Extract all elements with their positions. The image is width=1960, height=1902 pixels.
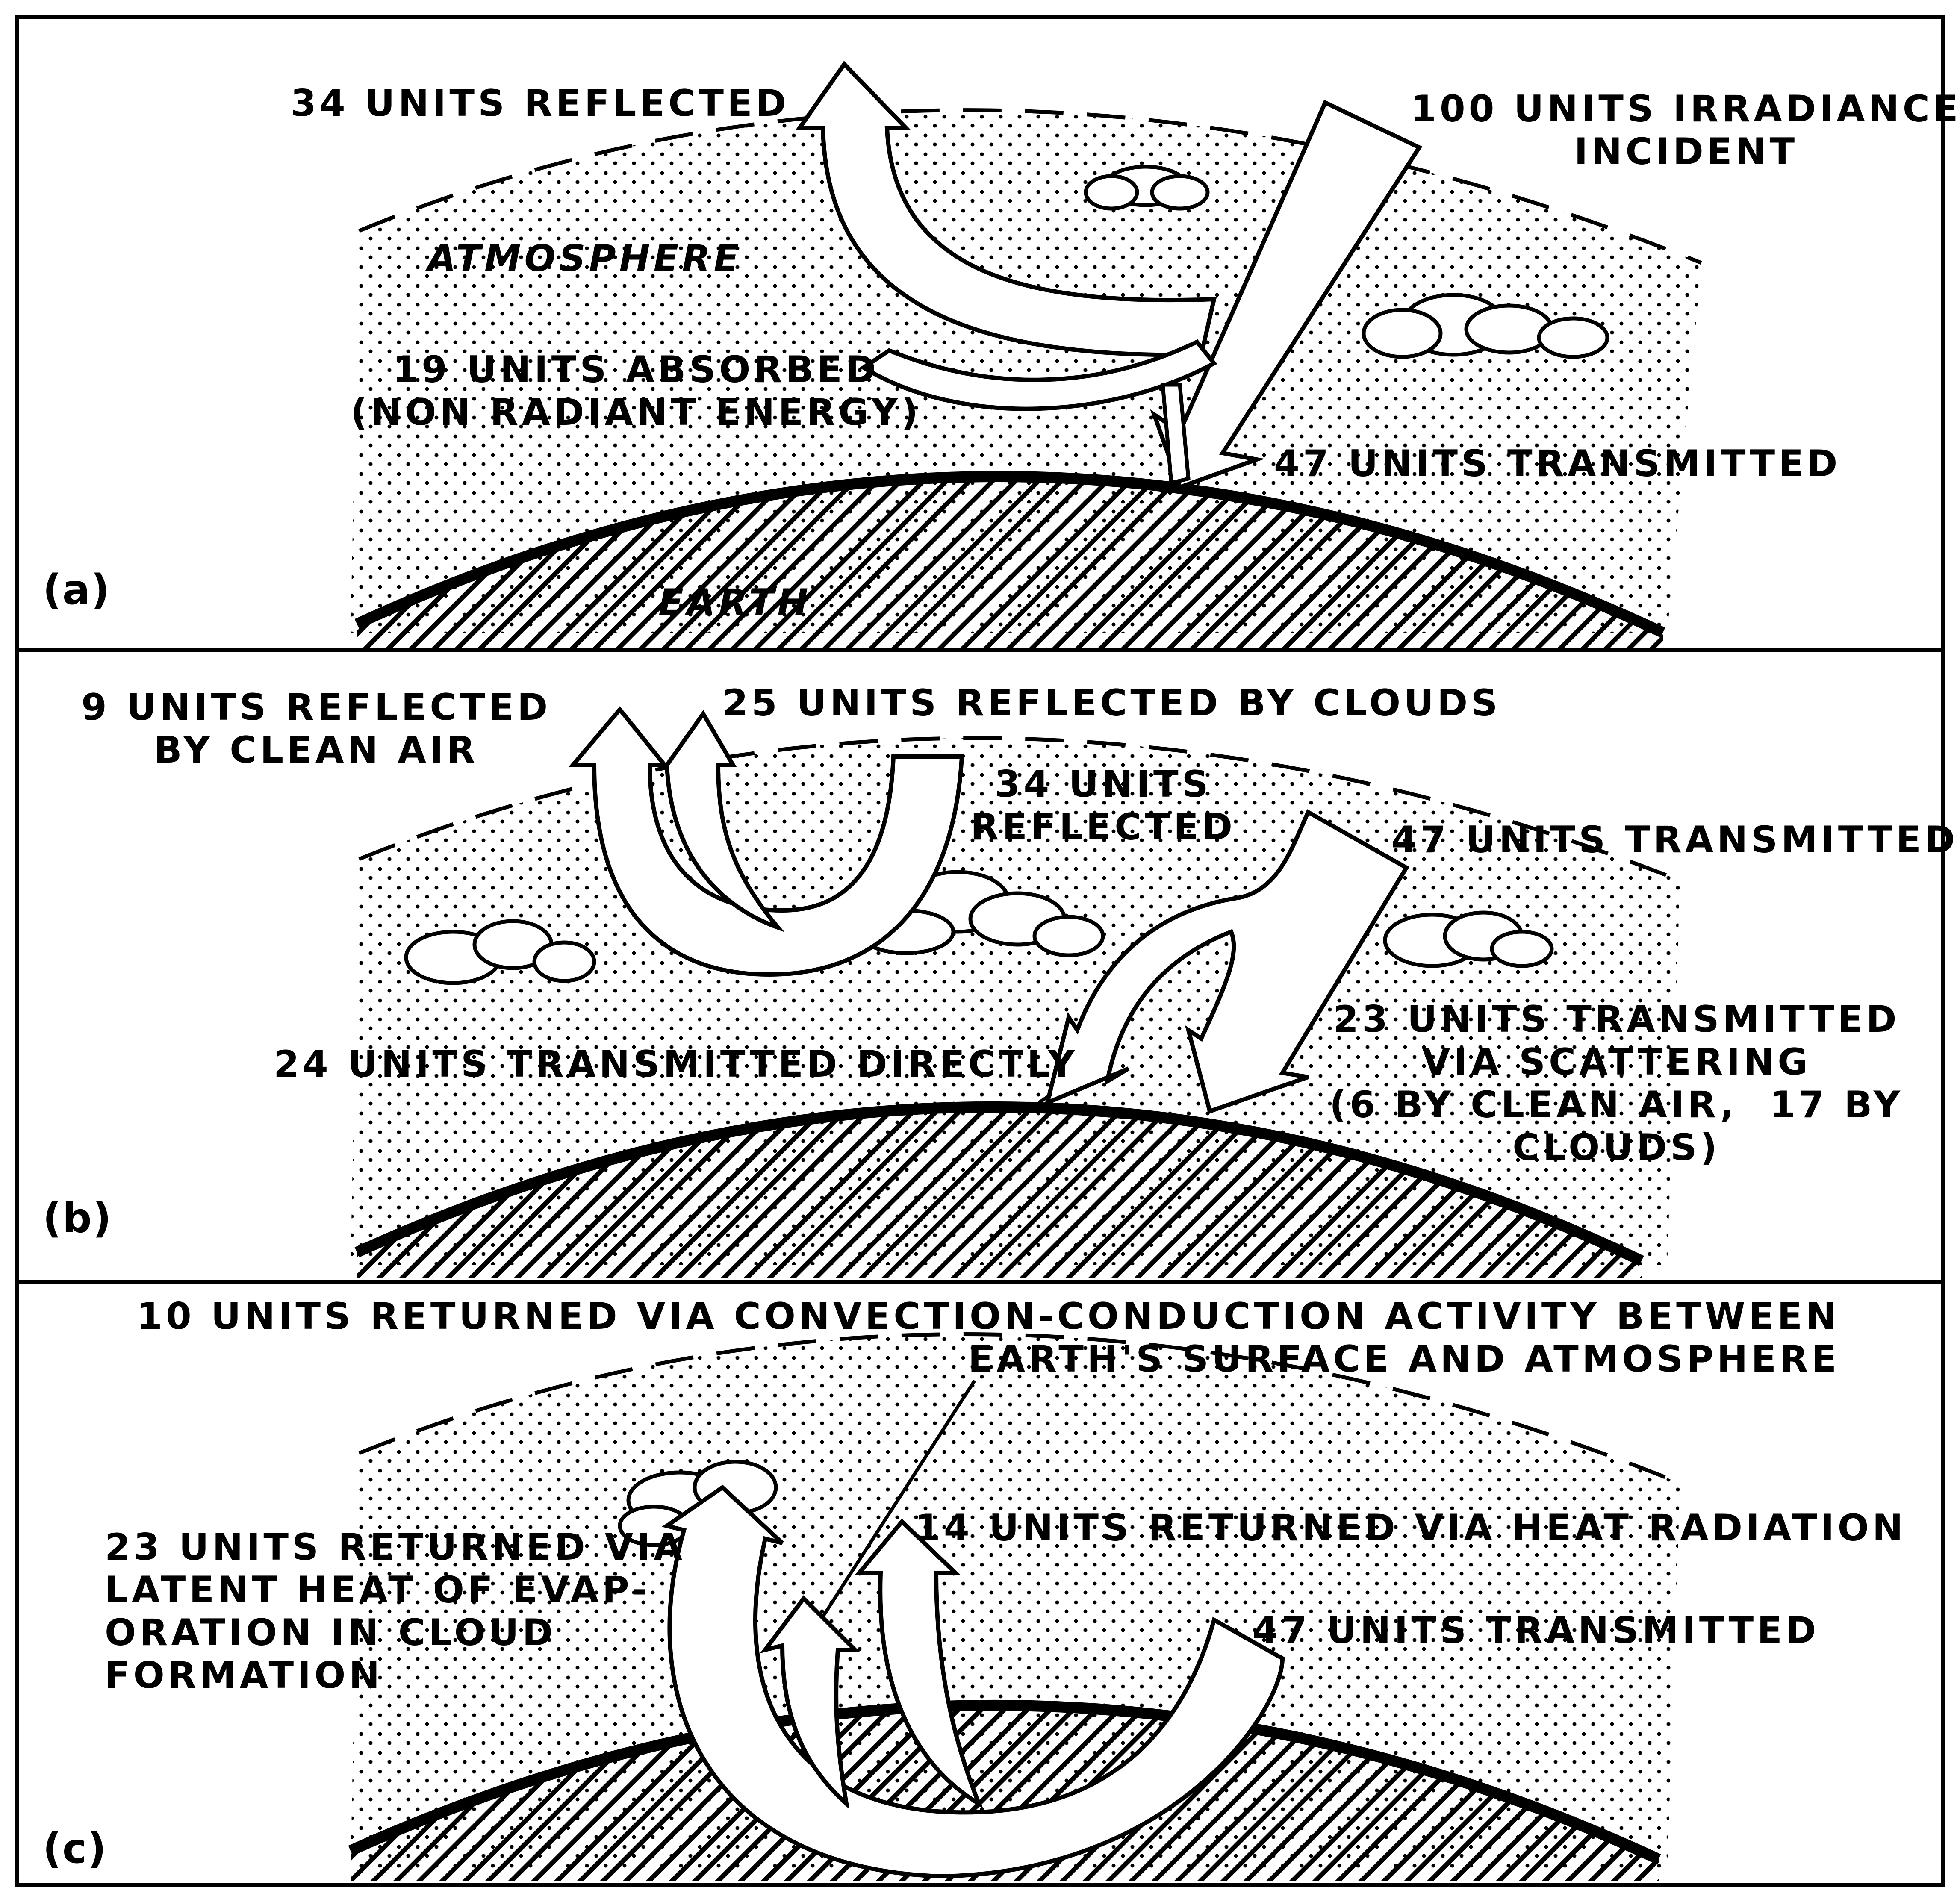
label-a-transmitted: 47 UNITS TRANSMITTED [1274,442,1841,485]
label-a-absorbed: 19 UNITS ABSORBED (NON RADIANT ENERGY) [351,348,922,434]
label-b-clouds: 25 UNITS REFLECTED BY CLOUDS [722,682,1501,724]
panel-c-tag: (c) [43,1827,107,1870]
label-a-irradiance: 100 UNITS IRRADIANCE INCIDENT [1411,88,1960,173]
label-b-directly: 24 UNITS TRANSMITTED DIRECTLY [274,1043,1078,1086]
label-c-radiation: 14 UNITS RETURNED VIA HEAT RADIATION [915,1507,1907,1549]
label-a-atmosphere: ATMOSPHERE [427,237,742,280]
label-c-convection: 10 UNITS RETURNED VIA CONVECTION-CONDUCT… [137,1295,1840,1381]
label-b-transmitted: 47 UNITS TRANSMITTED [1391,819,1958,861]
label-c-latent: 23 UNITS RETURNED VIA LATENT HEAT OF EVA… [105,1526,686,1697]
label-b-reflected: 34 UNITS REFLECTED [970,763,1236,848]
panel-b-tag: (b) [43,1197,112,1240]
label-a-earth: EARTH [658,581,811,624]
label-a-reflected: 34 UNITS REFLECTED [291,82,790,125]
label-b-clean-air: 9 UNITS REFLECTED BY CLEAN AIR [81,686,551,771]
label-b-scattering: 23 UNITS TRANSMITTED VIA SCATTERING (6 B… [1329,998,1904,1169]
panel-a-tag: (a) [43,568,111,611]
label-c-transmitted: 47 UNITS TRANSMITTED [1253,1609,1819,1652]
